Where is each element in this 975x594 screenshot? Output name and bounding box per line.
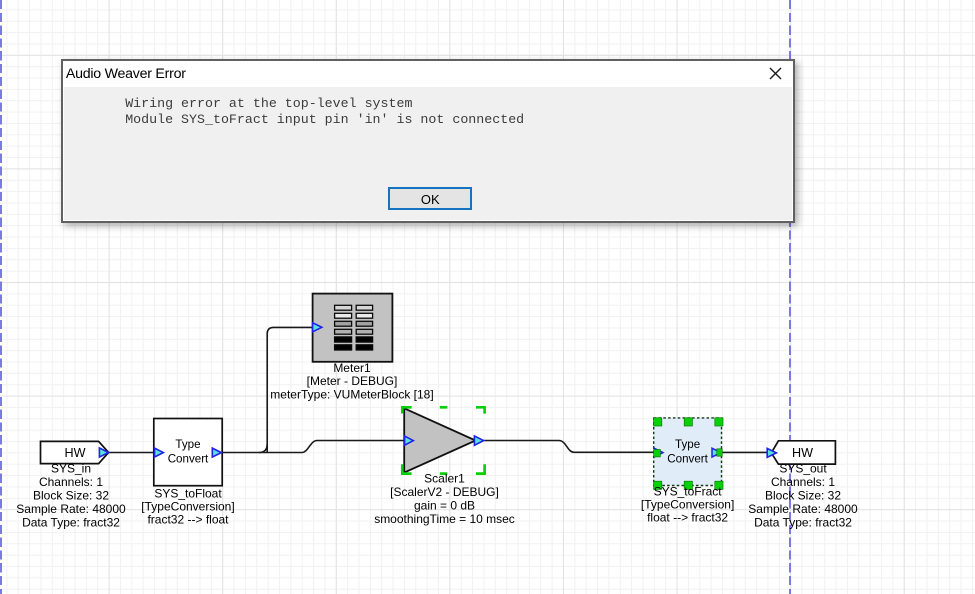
svg-text:SYS_in: SYS_in: [51, 462, 91, 476]
svg-text:HW: HW: [792, 446, 813, 460]
svg-text:[TypeConversion]: [TypeConversion]: [141, 500, 234, 514]
svg-text:Channels: 1: Channels: 1: [39, 475, 103, 489]
svg-text:Data Type: fract32: Data Type: fract32: [22, 515, 120, 529]
svg-text:gain = 0 dB: gain = 0 dB: [414, 499, 475, 513]
svg-text:[ScalerV2 - DEBUG]: [ScalerV2 - DEBUG]: [390, 485, 499, 499]
svg-text:Scaler1: Scaler1: [424, 471, 465, 485]
svg-text:Data Type: fract32: Data Type: fract32: [754, 516, 852, 530]
svg-text:Channels: 1: Channels: 1: [771, 475, 835, 489]
svg-text:[Meter - DEBUG]: [Meter - DEBUG]: [307, 374, 398, 388]
svg-text:float --> fract32: float --> fract32: [647, 511, 728, 525]
svg-text:Block Size: 32: Block Size: 32: [765, 489, 841, 503]
svg-text:SYS_out: SYS_out: [779, 462, 827, 476]
svg-text:meterType: VUMeterBlock [18]: meterType: VUMeterBlock [18]: [270, 387, 433, 401]
svg-text:Meter1: Meter1: [333, 361, 371, 375]
svg-text:smoothingTime = 10 msec: smoothingTime = 10 msec: [374, 512, 515, 526]
svg-text:Sample Rate: 48000: Sample Rate: 48000: [748, 502, 858, 516]
svg-text:Type: Type: [175, 438, 200, 451]
svg-text:HW: HW: [65, 446, 86, 460]
svg-text:SYS_toFract: SYS_toFract: [654, 484, 723, 498]
svg-text:Convert: Convert: [667, 453, 708, 466]
svg-text:Block Size: 32: Block Size: 32: [33, 489, 109, 503]
svg-text:SYS_toFloat: SYS_toFloat: [154, 486, 222, 500]
svg-text:[TypeConversion]: [TypeConversion]: [641, 498, 734, 512]
svg-text:Sample Rate: 48000: Sample Rate: 48000: [16, 502, 126, 516]
svg-text:Convert: Convert: [168, 453, 209, 466]
svg-text:fract32 --> float: fract32 --> float: [147, 513, 229, 527]
svg-text:Type: Type: [675, 438, 700, 451]
